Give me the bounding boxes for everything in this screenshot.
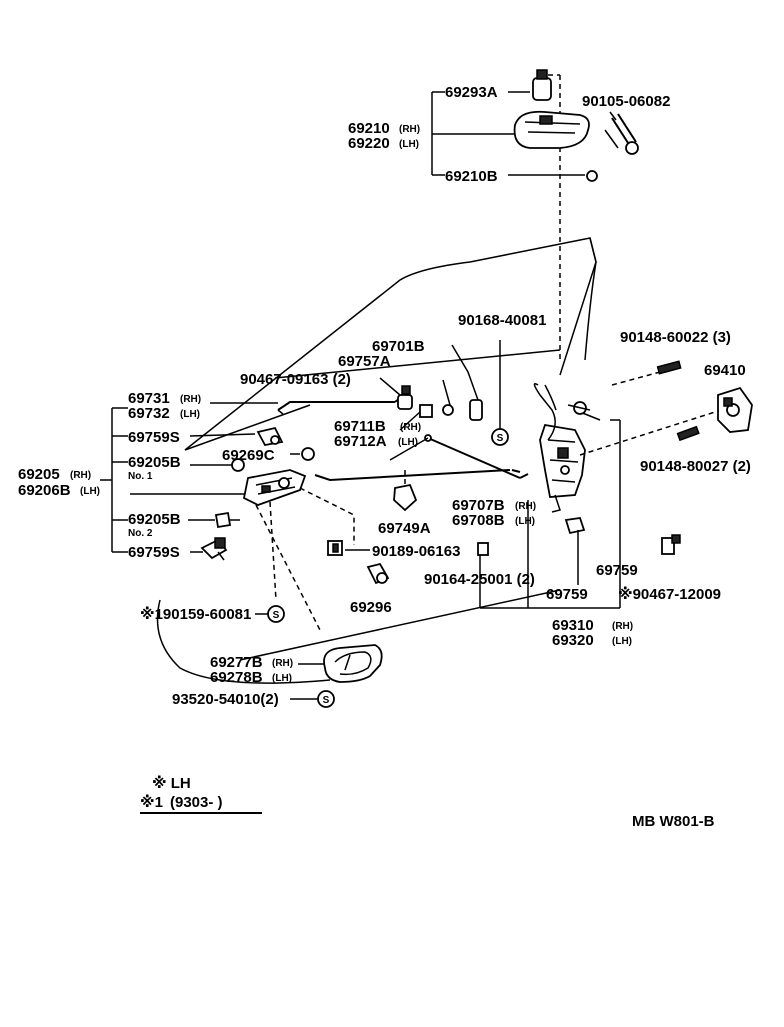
label-69749a: 69749A xyxy=(378,520,431,537)
label-69220-lh: (LH) xyxy=(399,139,419,150)
label-69320: 69320 xyxy=(552,632,594,649)
inside-handle-frame-69205 xyxy=(242,469,307,506)
label-69269c: 69269C xyxy=(222,447,275,464)
striker-69410 xyxy=(717,386,753,433)
clip-69269c xyxy=(290,447,315,461)
label-90164-25001: 90164-25001 (2) xyxy=(424,571,535,588)
door-outline xyxy=(184,237,597,451)
legend-1: ※1 xyxy=(140,793,163,811)
clip-69759-lower xyxy=(564,517,586,535)
clip-69759s-lower xyxy=(200,537,228,561)
screw-90148-80027 xyxy=(676,425,700,442)
clip-69749a xyxy=(393,470,418,512)
rod-69707b xyxy=(314,469,511,482)
leader-lines xyxy=(100,129,621,700)
label-69278b: 69278B xyxy=(210,669,263,686)
legend: ※ LH ※1 (9303- ) xyxy=(140,774,262,814)
label-69732-lh: (LH) xyxy=(180,409,200,420)
label-69206b: 69206B xyxy=(18,482,71,499)
screw-90148-60022 xyxy=(656,360,682,375)
label-69310: 69310 xyxy=(552,617,594,634)
clip-69701b xyxy=(451,344,483,421)
label-69205b-no1: 69205B xyxy=(128,454,181,471)
clip-90467-09163 xyxy=(397,385,413,410)
label-190159-60081: ※190159-60081 xyxy=(140,605,251,623)
label-69210b: 69210B xyxy=(445,168,498,185)
clip-69757a xyxy=(419,379,454,418)
clip-69293a xyxy=(532,69,552,101)
clip-90189-06163 xyxy=(327,540,370,556)
s-mark-93520: S xyxy=(317,690,335,708)
label-69731: 69731 xyxy=(128,390,170,407)
label-69210: 69210 xyxy=(348,120,390,137)
label-69757a: 69757A xyxy=(338,353,391,370)
clip-90467-12009 xyxy=(661,534,681,555)
bolt-90105-06082 xyxy=(611,113,639,155)
label-69708b-lh: (LH) xyxy=(515,516,535,527)
label-69759s-upper: 69759S xyxy=(128,429,180,446)
legend-lh: ※ LH xyxy=(152,774,191,792)
label-90467-12009: ※90467-12009 xyxy=(618,585,721,603)
label-69205-rh: (RH) xyxy=(70,470,91,481)
label-69707b-rh: (RH) xyxy=(515,501,536,512)
label-90467-09163: 90467-09163 (2) xyxy=(240,371,351,388)
label-90148-80027: 90148-80027 (2) xyxy=(640,458,751,475)
screw-69205b-no2 xyxy=(214,511,240,529)
label-no1: No. 1 xyxy=(128,471,153,482)
label-90189-06163: 90189-06163 xyxy=(372,543,460,560)
diagram-code: MB W801-B xyxy=(632,813,715,830)
s-mark-90168: S xyxy=(491,428,509,446)
lock-rod-69731 xyxy=(277,397,401,415)
nut-69210b xyxy=(586,170,598,182)
svg-text:S: S xyxy=(497,433,504,444)
legend-1-range: (9303- ) xyxy=(170,794,223,811)
label-no2: No. 2 xyxy=(128,528,153,539)
label-69310-rh: (RH) xyxy=(612,621,633,632)
label-69759s-lower: 69759S xyxy=(128,544,180,561)
outside-handle-69210 xyxy=(513,110,590,149)
label-69708b: 69708B xyxy=(452,512,505,529)
label-69731-rh: (RH) xyxy=(180,394,201,405)
bolt-90164-25001 xyxy=(477,542,489,556)
label-69320-lh: (LH) xyxy=(612,636,632,647)
svg-text:S: S xyxy=(323,695,330,706)
label-69220: 69220 xyxy=(348,135,390,152)
label-69711b-rh: (RH) xyxy=(400,422,421,433)
label-69277b: 69277B xyxy=(210,654,263,671)
label-69712a: 69712A xyxy=(334,433,387,450)
label-69410: 69410 xyxy=(704,362,746,379)
label-69293a: 69293A xyxy=(445,84,498,101)
label-93520-54010: 93520-54010(2) xyxy=(172,691,279,708)
label-69206b-lh: (LH) xyxy=(80,486,100,497)
inside-handle-69277b xyxy=(323,644,383,683)
label-69278b-lh: (LH) xyxy=(272,673,292,684)
label-69205: 69205 xyxy=(18,466,60,483)
label-69711b: 69711B xyxy=(334,418,386,435)
rod-69711b xyxy=(424,434,529,479)
label-69707b: 69707B xyxy=(452,497,505,514)
label-90148-60022: 90148-60022 (3) xyxy=(620,329,731,346)
label-69210-rh: (RH) xyxy=(399,124,420,135)
label-69701b: 69701B xyxy=(372,338,425,355)
clip-69759s-upper xyxy=(256,426,284,446)
label-90105-06082: 90105-06082 xyxy=(582,93,670,110)
label-69277b-rh: (RH) xyxy=(272,658,293,669)
label-69759-right: 69759 xyxy=(596,562,638,579)
s-mark-190159: S xyxy=(267,605,285,623)
label-69732: 69732 xyxy=(128,405,170,422)
outside-handle-group xyxy=(431,69,639,360)
clip-69296 xyxy=(366,562,390,585)
label-69712a-lh: (LH) xyxy=(398,437,418,448)
label-69296: 69296 xyxy=(350,599,392,616)
door-lock-assembly xyxy=(533,383,601,513)
label-69759-lower: 69759 xyxy=(546,586,588,603)
label-69205b-no2: 69205B xyxy=(128,511,181,528)
label-90168-40081: 90168-40081 xyxy=(458,312,546,329)
svg-text:S: S xyxy=(273,610,280,621)
